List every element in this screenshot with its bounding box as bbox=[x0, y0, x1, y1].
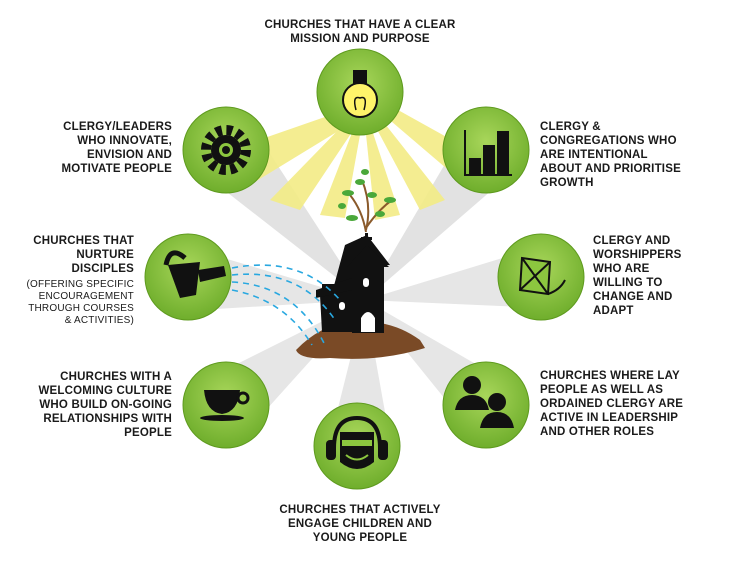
label-line: CHANGE AND bbox=[593, 291, 673, 303]
label-line: CHURCHES THAT HAVE A CLEAR bbox=[264, 19, 456, 31]
yellow-ray bbox=[320, 125, 360, 218]
watering-can-icon bbox=[163, 250, 226, 298]
label-line: CHURCHES WHERE LAY bbox=[540, 370, 680, 382]
label-line: NURTURE bbox=[76, 249, 134, 261]
people-icon bbox=[455, 376, 514, 428]
label-line: RELATIONSHIPS WITH bbox=[43, 413, 172, 425]
label-line: ENGAGE CHILDREN AND bbox=[288, 518, 432, 530]
yellow-ray bbox=[372, 115, 445, 210]
teacup-icon bbox=[200, 390, 250, 421]
label-young: CHURCHES THAT ACTIVELY ENGAGE CHILDREN A… bbox=[230, 503, 490, 545]
label-line: CHURCHES THAT bbox=[33, 235, 134, 247]
label-subline: ENCOURAGEMENT bbox=[38, 291, 134, 302]
church-steeple bbox=[347, 245, 389, 267]
label-line: MISSION AND PURPOSE bbox=[290, 33, 430, 45]
label-line: CHURCHES WITH A bbox=[60, 371, 172, 383]
label-line: CLERGY & bbox=[540, 121, 601, 133]
label-line: PEOPLE bbox=[124, 427, 172, 439]
label-welcoming: CHURCHES WITH A WELCOMING CULTURE WHO BU… bbox=[10, 370, 172, 440]
label-subline: THROUGH COURSES bbox=[28, 303, 134, 314]
label-line: PEOPLE AS WELL AS bbox=[540, 384, 664, 396]
yellow-ray bbox=[270, 120, 350, 210]
label-leaders: CLERGY/LEADERS WHO INNOVATE, ENVISION AN… bbox=[20, 120, 172, 176]
label-mission: CHURCHES THAT HAVE A CLEAR MISSION AND P… bbox=[230, 18, 490, 46]
lightbulb-icon bbox=[342, 70, 378, 118]
label-line: MOTIVATE PEOPLE bbox=[61, 163, 172, 175]
label-line: AND OTHER ROLES bbox=[540, 426, 655, 438]
kite-icon bbox=[518, 256, 566, 296]
water-spray bbox=[231, 264, 341, 346]
label-line: WELCOMING CULTURE bbox=[38, 385, 172, 397]
gear-icon bbox=[201, 125, 251, 175]
label-line: WILLING TO bbox=[593, 277, 663, 289]
label-line: WORSHIPPERS bbox=[593, 249, 682, 261]
label-change: CLERGY AND WORSHIPPERS WHO ARE WILLING T… bbox=[593, 234, 723, 318]
label-line: CONGREGATIONS WHO bbox=[540, 135, 677, 147]
label-growth: CLERGY & CONGREGATIONS WHO ARE INTENTION… bbox=[540, 120, 720, 190]
label-line: DISCIPLES bbox=[71, 263, 134, 275]
label-line: WHO INNOVATE, bbox=[77, 135, 172, 147]
label-subline: (OFFERING SPECIFIC bbox=[26, 279, 134, 290]
label-disciples: CHURCHES THAT NURTURE DISCIPLES (OFFERIN… bbox=[10, 234, 134, 327]
label-line: ABOUT AND PRIORITISE bbox=[540, 163, 681, 175]
label-line: CLERGY AND bbox=[593, 235, 671, 247]
label-line: ARE INTENTIONAL bbox=[540, 149, 648, 161]
bar-chart-icon bbox=[464, 130, 512, 176]
label-line: ORDAINED CLERGY ARE bbox=[540, 398, 684, 410]
church-on-soil bbox=[231, 169, 425, 359]
label-line: CHURCHES THAT ACTIVELY bbox=[279, 504, 441, 516]
label-line: WHO BUILD ON-GOING bbox=[39, 399, 172, 411]
label-line: WHO ARE bbox=[593, 263, 650, 275]
headphones-person-icon bbox=[326, 415, 388, 469]
label-line: YOUNG PEOPLE bbox=[312, 532, 408, 544]
label-line: ACTIVE IN LEADERSHIP bbox=[540, 412, 679, 424]
label-line: ENVISION AND bbox=[86, 149, 172, 161]
label-lay: CHURCHES WHERE LAY PEOPLE AS WELL AS ORD… bbox=[540, 369, 725, 439]
label-line: GROWTH bbox=[540, 177, 594, 189]
label-line: CLERGY/LEADERS bbox=[63, 121, 172, 133]
label-line: ADAPT bbox=[593, 305, 634, 317]
label-subline: & ACTIVITIES) bbox=[64, 315, 134, 326]
